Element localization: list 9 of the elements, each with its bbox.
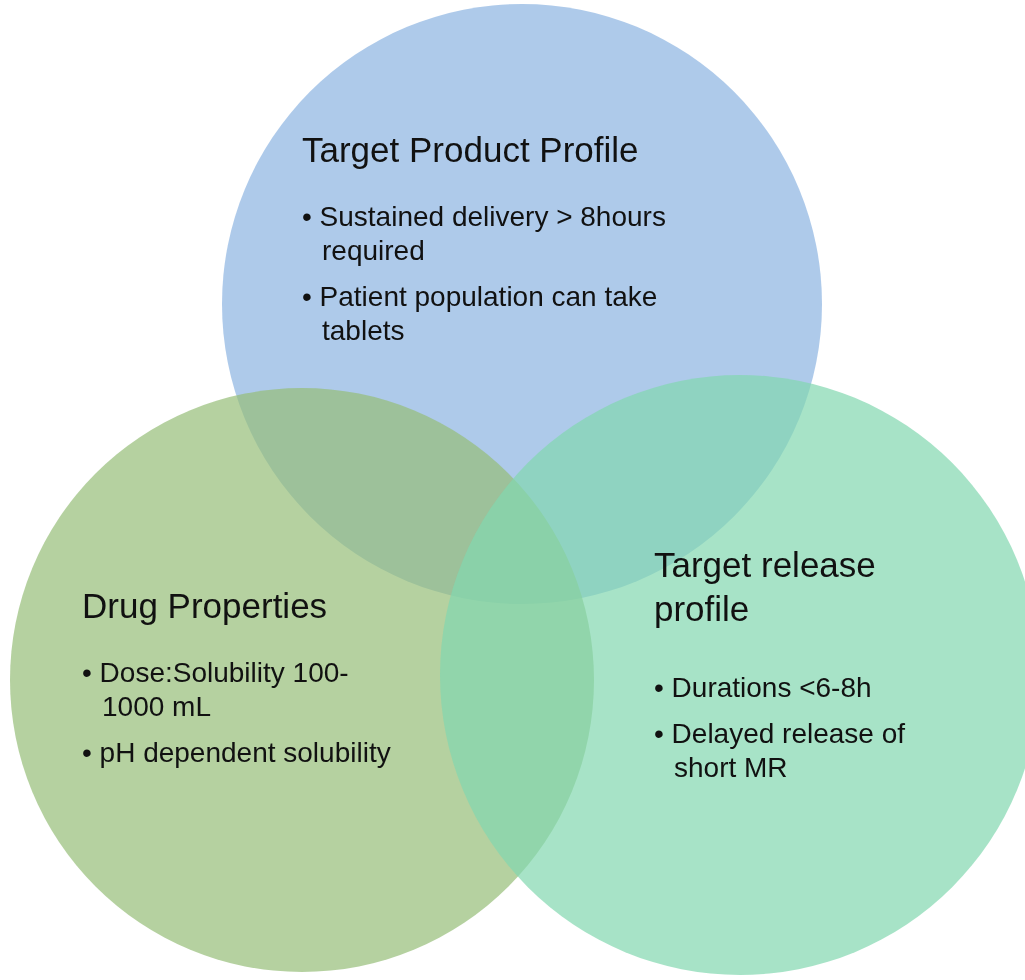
bullet-text: • Sustained delivery > 8hours required (302, 200, 667, 268)
circle-heading: Target Product Profile (302, 129, 640, 171)
bullet-text: • Delayed release of short MR (654, 717, 907, 785)
bullet-text: • Dose:Solubility 100-1000 mL (82, 656, 350, 724)
bullet-text: • Durations <6-8h (654, 671, 873, 705)
circle-heading: Drug Properties (82, 585, 329, 627)
bullet-text: • pH dependent solubility (82, 736, 392, 770)
circle-heading: Target release profile (654, 544, 877, 630)
bullet-text: • Patient population can take tablets (302, 280, 659, 348)
